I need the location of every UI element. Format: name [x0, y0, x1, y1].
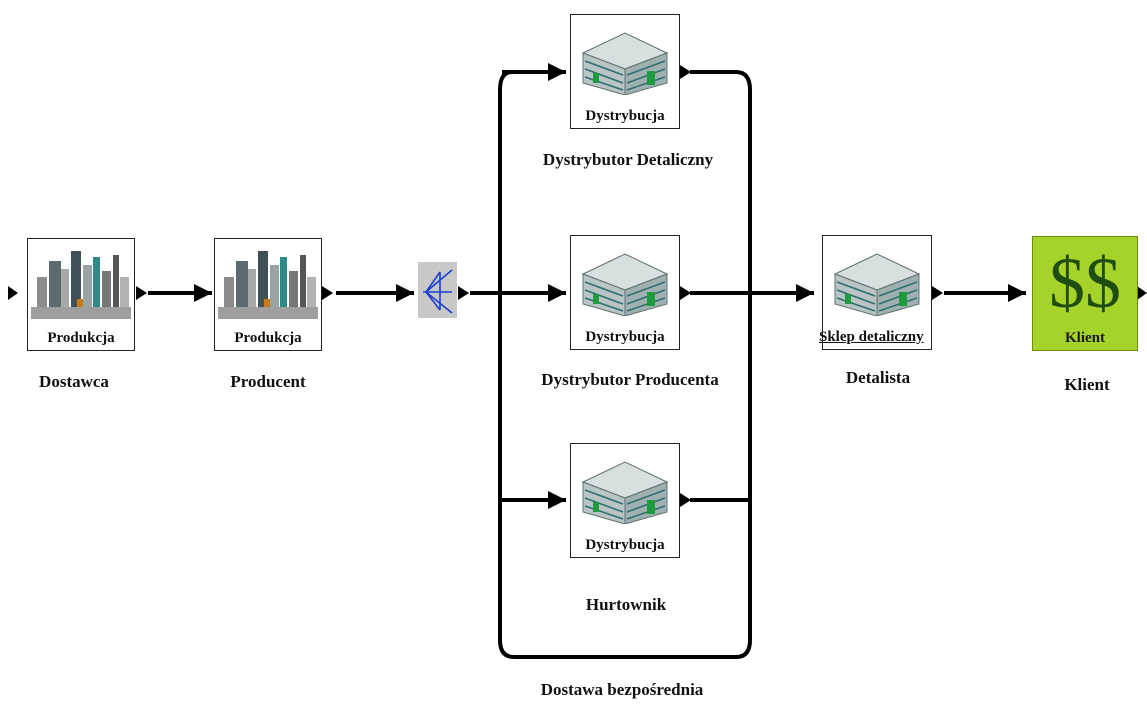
label-detalista: Detalista	[845, 368, 911, 387]
node-caption: Produkcja	[47, 330, 115, 346]
office-building-icon	[575, 452, 675, 524]
label-klient: Klient	[1064, 375, 1110, 394]
node-caption: Klient	[1065, 330, 1105, 346]
node-caption: Produkcja	[234, 330, 302, 346]
node-caption: Dystrybucja	[585, 537, 665, 553]
splitter-node[interactable]	[418, 262, 457, 318]
label-dostawca: Dostawca	[39, 372, 109, 391]
factory-icon	[218, 247, 318, 319]
ports	[8, 65, 1147, 507]
label-producent: Producent	[230, 372, 306, 391]
label-hurtownik: Hurtownik	[585, 595, 667, 614]
branch-left-rail	[498, 70, 515, 659]
office-building-icon	[575, 244, 675, 316]
label-dostawa-bezposrednia: Dostawa bezpośrednia	[540, 680, 704, 699]
label-dystrybutor-producenta: Dystrybutor Producenta	[541, 370, 719, 389]
node-dostawca[interactable]: Produkcja	[27, 238, 135, 351]
label-dystrybutor-detaliczny: Dystrybutor Detaliczny	[542, 150, 714, 169]
node-dystrybutor-detaliczny[interactable]: Dystrybucja	[570, 14, 680, 129]
splitter-icon	[423, 269, 453, 314]
node-hurtownik[interactable]: Dystrybucja	[570, 443, 680, 558]
connectors	[148, 63, 1026, 659]
factory-icon	[31, 247, 131, 319]
node-klient[interactable]: $$ Klient	[1032, 236, 1138, 351]
office-building-icon	[575, 23, 675, 95]
office-building-icon	[827, 244, 927, 316]
node-detalista[interactable]: Sklep detaliczny	[819, 235, 932, 350]
branch-right-rail	[514, 70, 752, 659]
node-caption: Dystrybucja	[585, 329, 665, 345]
dollar-icon: $$	[1049, 243, 1121, 323]
node-producent[interactable]: Produkcja	[214, 238, 322, 351]
node-caption: Sklep detaliczny	[819, 329, 924, 345]
node-dystrybutor-producenta[interactable]: Dystrybucja	[570, 235, 680, 350]
node-caption: Dystrybucja	[585, 108, 665, 124]
